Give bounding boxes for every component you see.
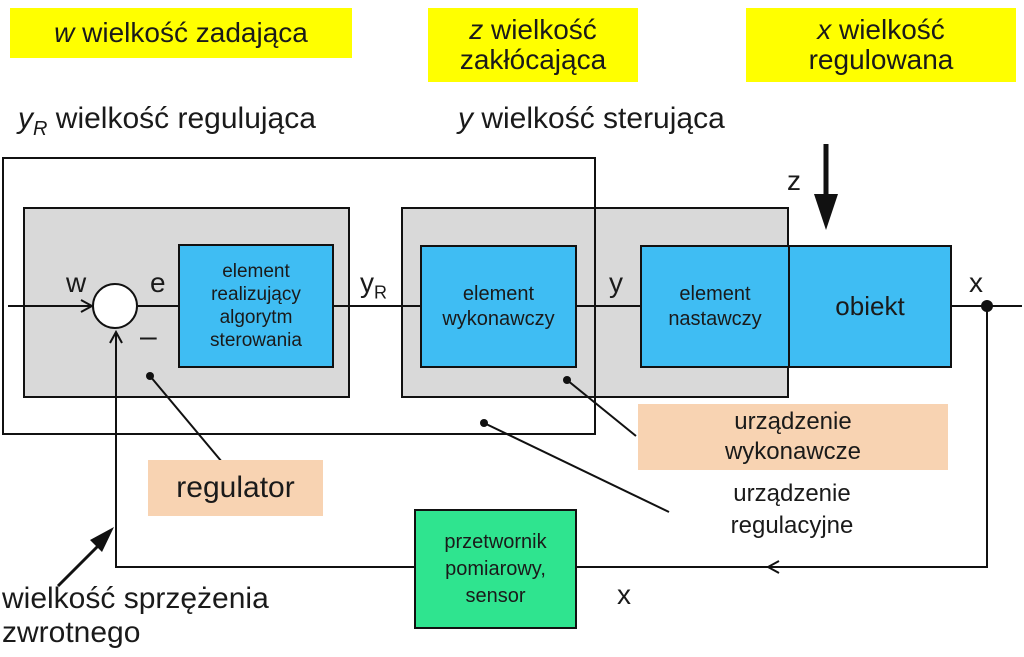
executive-device-line-1: urządzenie <box>734 408 852 435</box>
pointer-control-device <box>483 422 670 513</box>
controlled-text-1: wielkość <box>838 14 945 45</box>
signal-x-feedback: x <box>617 579 631 610</box>
setpoint-text: wielkość zadająca <box>82 17 308 48</box>
sensor-line-2: pomiarowy, <box>445 557 546 580</box>
sensor-block: przetwornik pomiarowy, sensor <box>414 509 577 629</box>
signal-z: z <box>787 165 801 196</box>
pointer-executive-dot <box>563 376 571 384</box>
executive-device-line-2: wykonawcze <box>724 438 862 465</box>
feedback-line-2: zwrotnego <box>2 616 141 649</box>
pointer-regulator-dot <box>146 372 154 380</box>
heading-control-variable: yR wielkość regulująca <box>18 102 316 146</box>
control-device-label: urządzenie regulacyjne <box>692 478 892 542</box>
disturbance-symbol: z <box>469 14 484 45</box>
feedback-label-arrow-shaft <box>56 544 100 588</box>
actuator-line-1: element <box>462 282 535 305</box>
pointer-control-device-dot <box>480 419 488 427</box>
setpoint-symbol: w <box>54 17 75 48</box>
pointer-regulator <box>149 375 223 463</box>
y-text: wielkość sterująca <box>481 102 725 135</box>
disturbance-arrow-head <box>814 194 838 230</box>
feedback-label: wielkość sprzężenia zwrotnego <box>2 582 269 650</box>
disturbance-text-1: wielkość <box>490 14 597 45</box>
object-block: obiekt <box>788 245 952 368</box>
feedback-line-1: wielkość sprzężenia <box>2 582 269 615</box>
yr-text: wielkość regulująca <box>55 102 316 135</box>
setting-line-2: nastawczy <box>668 307 762 330</box>
yr-subscript: R <box>33 118 48 140</box>
algorithm-block: element realizujący algorytm sterowania <box>178 244 334 368</box>
controlled-symbol: x <box>817 14 832 45</box>
control-device-line-2: regulacyjne <box>730 512 854 539</box>
feedback-line-left <box>116 332 414 568</box>
signal-y: y <box>609 267 623 298</box>
disturbance-text-2: zakłócająca <box>459 44 607 75</box>
pointer-executive <box>566 379 637 437</box>
algorithm-line-3: algorytm <box>219 307 293 328</box>
actuator-line-2: wykonawczy <box>442 307 555 330</box>
label-disturbance: z wielkość zakłócająca <box>428 8 638 82</box>
algorithm-line-4: sterowania <box>210 330 302 351</box>
signal-x-out: x <box>969 267 983 298</box>
feedback-line-right <box>577 306 988 568</box>
algorithm-line-1: element <box>222 261 290 282</box>
actuator-block: element wykonawczy <box>420 245 577 368</box>
executive-device-label-box: urządzenie wykonawcze <box>638 404 948 470</box>
control-device-line-1: urządzenie <box>733 480 851 507</box>
y-symbol: y <box>458 102 473 135</box>
label-controlled: x wielkość regulowana <box>746 8 1016 82</box>
feedback-label-arrow-head <box>90 527 114 552</box>
setting-line-1: element <box>679 282 751 305</box>
yr-symbol: y <box>18 102 33 135</box>
controlled-text-2: regulowana <box>808 44 954 75</box>
summing-junction <box>92 283 138 329</box>
object-label: obiekt <box>835 291 905 321</box>
signal-yr-sub: R <box>374 282 387 303</box>
signal-e: e <box>150 267 166 298</box>
control-device-frame <box>2 157 596 435</box>
heading-manipulated-variable: y wielkość sterująca <box>458 102 725 136</box>
branch-point <box>981 300 993 312</box>
label-setpoint: w wielkość zadająca <box>10 8 352 58</box>
sensor-line-3: sensor <box>465 584 526 607</box>
algorithm-line-2: realizujący <box>211 284 301 305</box>
signal-w: w <box>66 267 87 298</box>
sensor-line-1: przetwornik <box>444 530 547 553</box>
signal-yr-main: y <box>360 267 374 298</box>
setting-element-block: element nastawczy <box>640 245 790 368</box>
signal-minus: – <box>140 320 157 353</box>
regulator-label-box: regulator <box>148 460 323 516</box>
signal-yr: yR <box>360 268 387 308</box>
regulator-label: regulator <box>176 471 295 504</box>
